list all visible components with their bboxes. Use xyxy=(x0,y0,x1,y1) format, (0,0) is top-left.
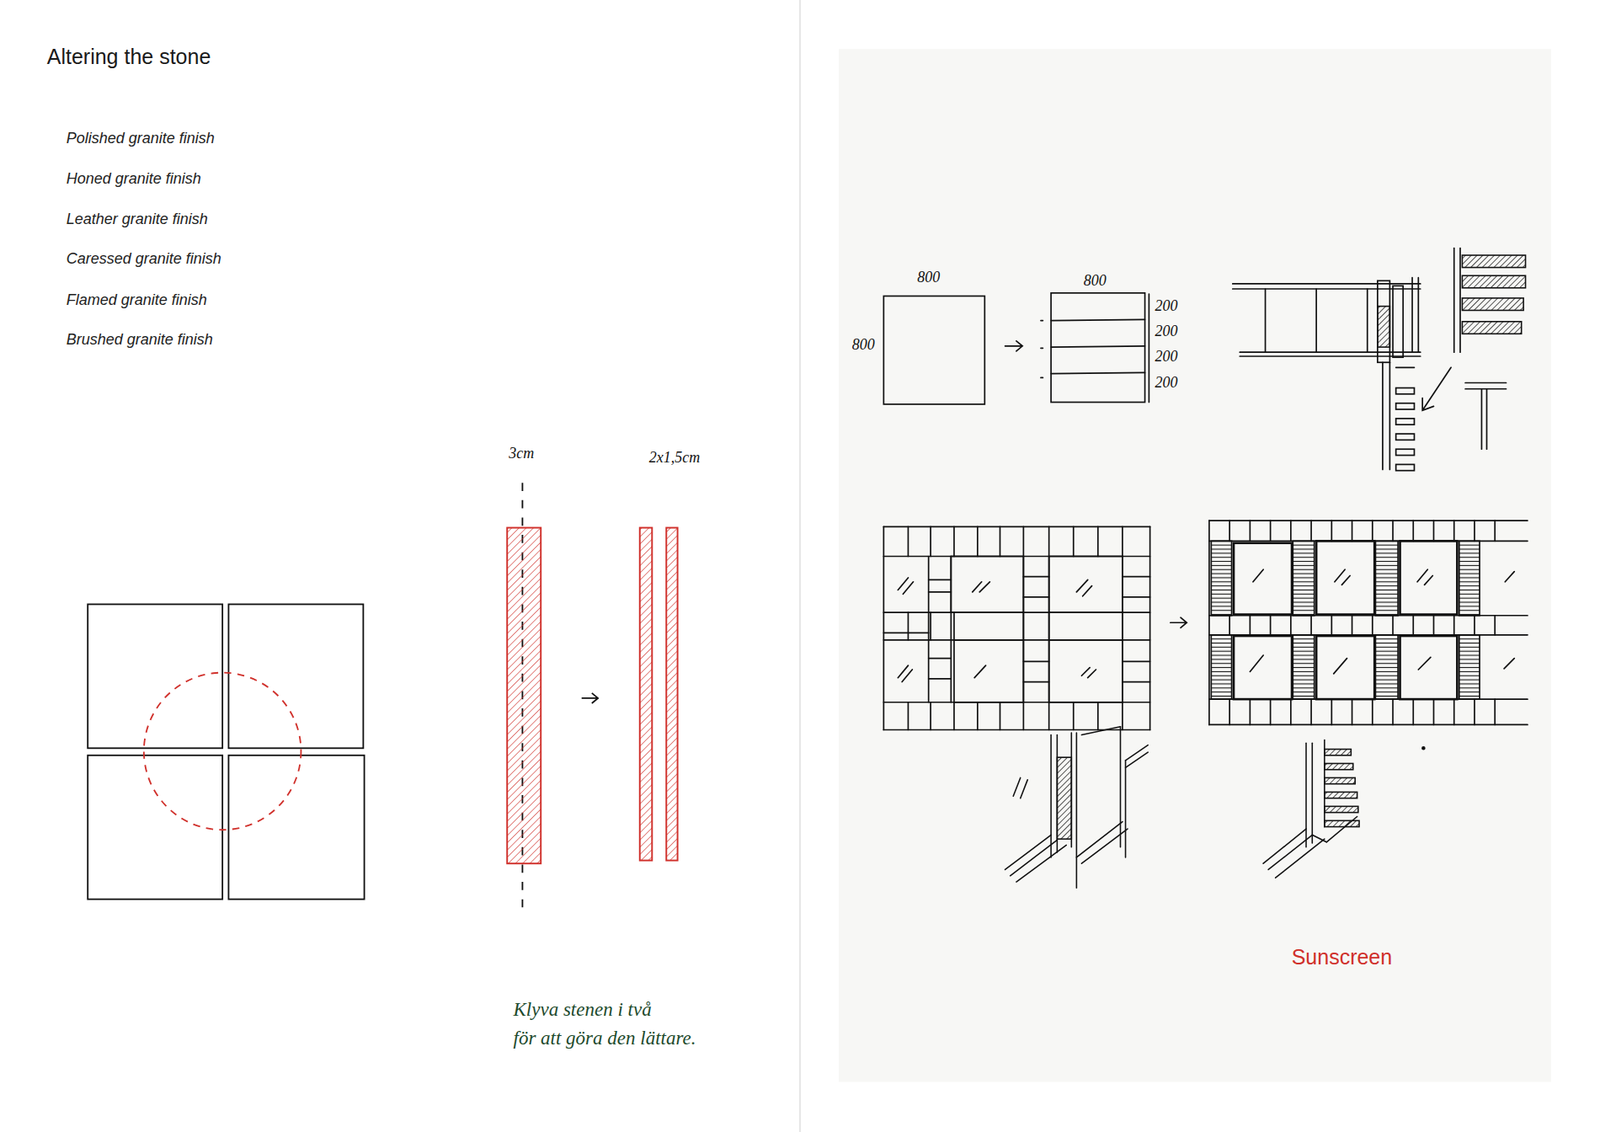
dimension-label: 800 xyxy=(917,268,940,287)
finish-name: Flamed granite finish xyxy=(66,291,208,310)
dimension-label: 2x1,5cm xyxy=(649,448,700,467)
finish-name: Caressed granite finish xyxy=(66,250,222,268)
page-title: Altering the stone xyxy=(47,44,212,70)
section-label: Sunscreen xyxy=(1291,944,1393,970)
dimension-label: 200 xyxy=(1155,297,1179,315)
dimension-label: 800 xyxy=(852,336,875,354)
finish-name: Brushed granite finish xyxy=(66,330,214,349)
dimension-label: 200 xyxy=(1155,373,1179,392)
dimension-label: 3cm xyxy=(508,444,534,463)
finish-name: Honed granite finish xyxy=(66,170,202,188)
finish-name: Leather granite finish xyxy=(66,210,208,229)
dimension-label: 200 xyxy=(1155,347,1179,366)
handwritten-note: Klyva stenen i två xyxy=(513,998,652,1021)
handwritten-note: för att göra den lättare. xyxy=(513,1027,697,1050)
dimension-label: 200 xyxy=(1155,322,1179,341)
dimension-label: 800 xyxy=(1083,272,1107,290)
finish-name: Polished granite finish xyxy=(66,129,215,148)
